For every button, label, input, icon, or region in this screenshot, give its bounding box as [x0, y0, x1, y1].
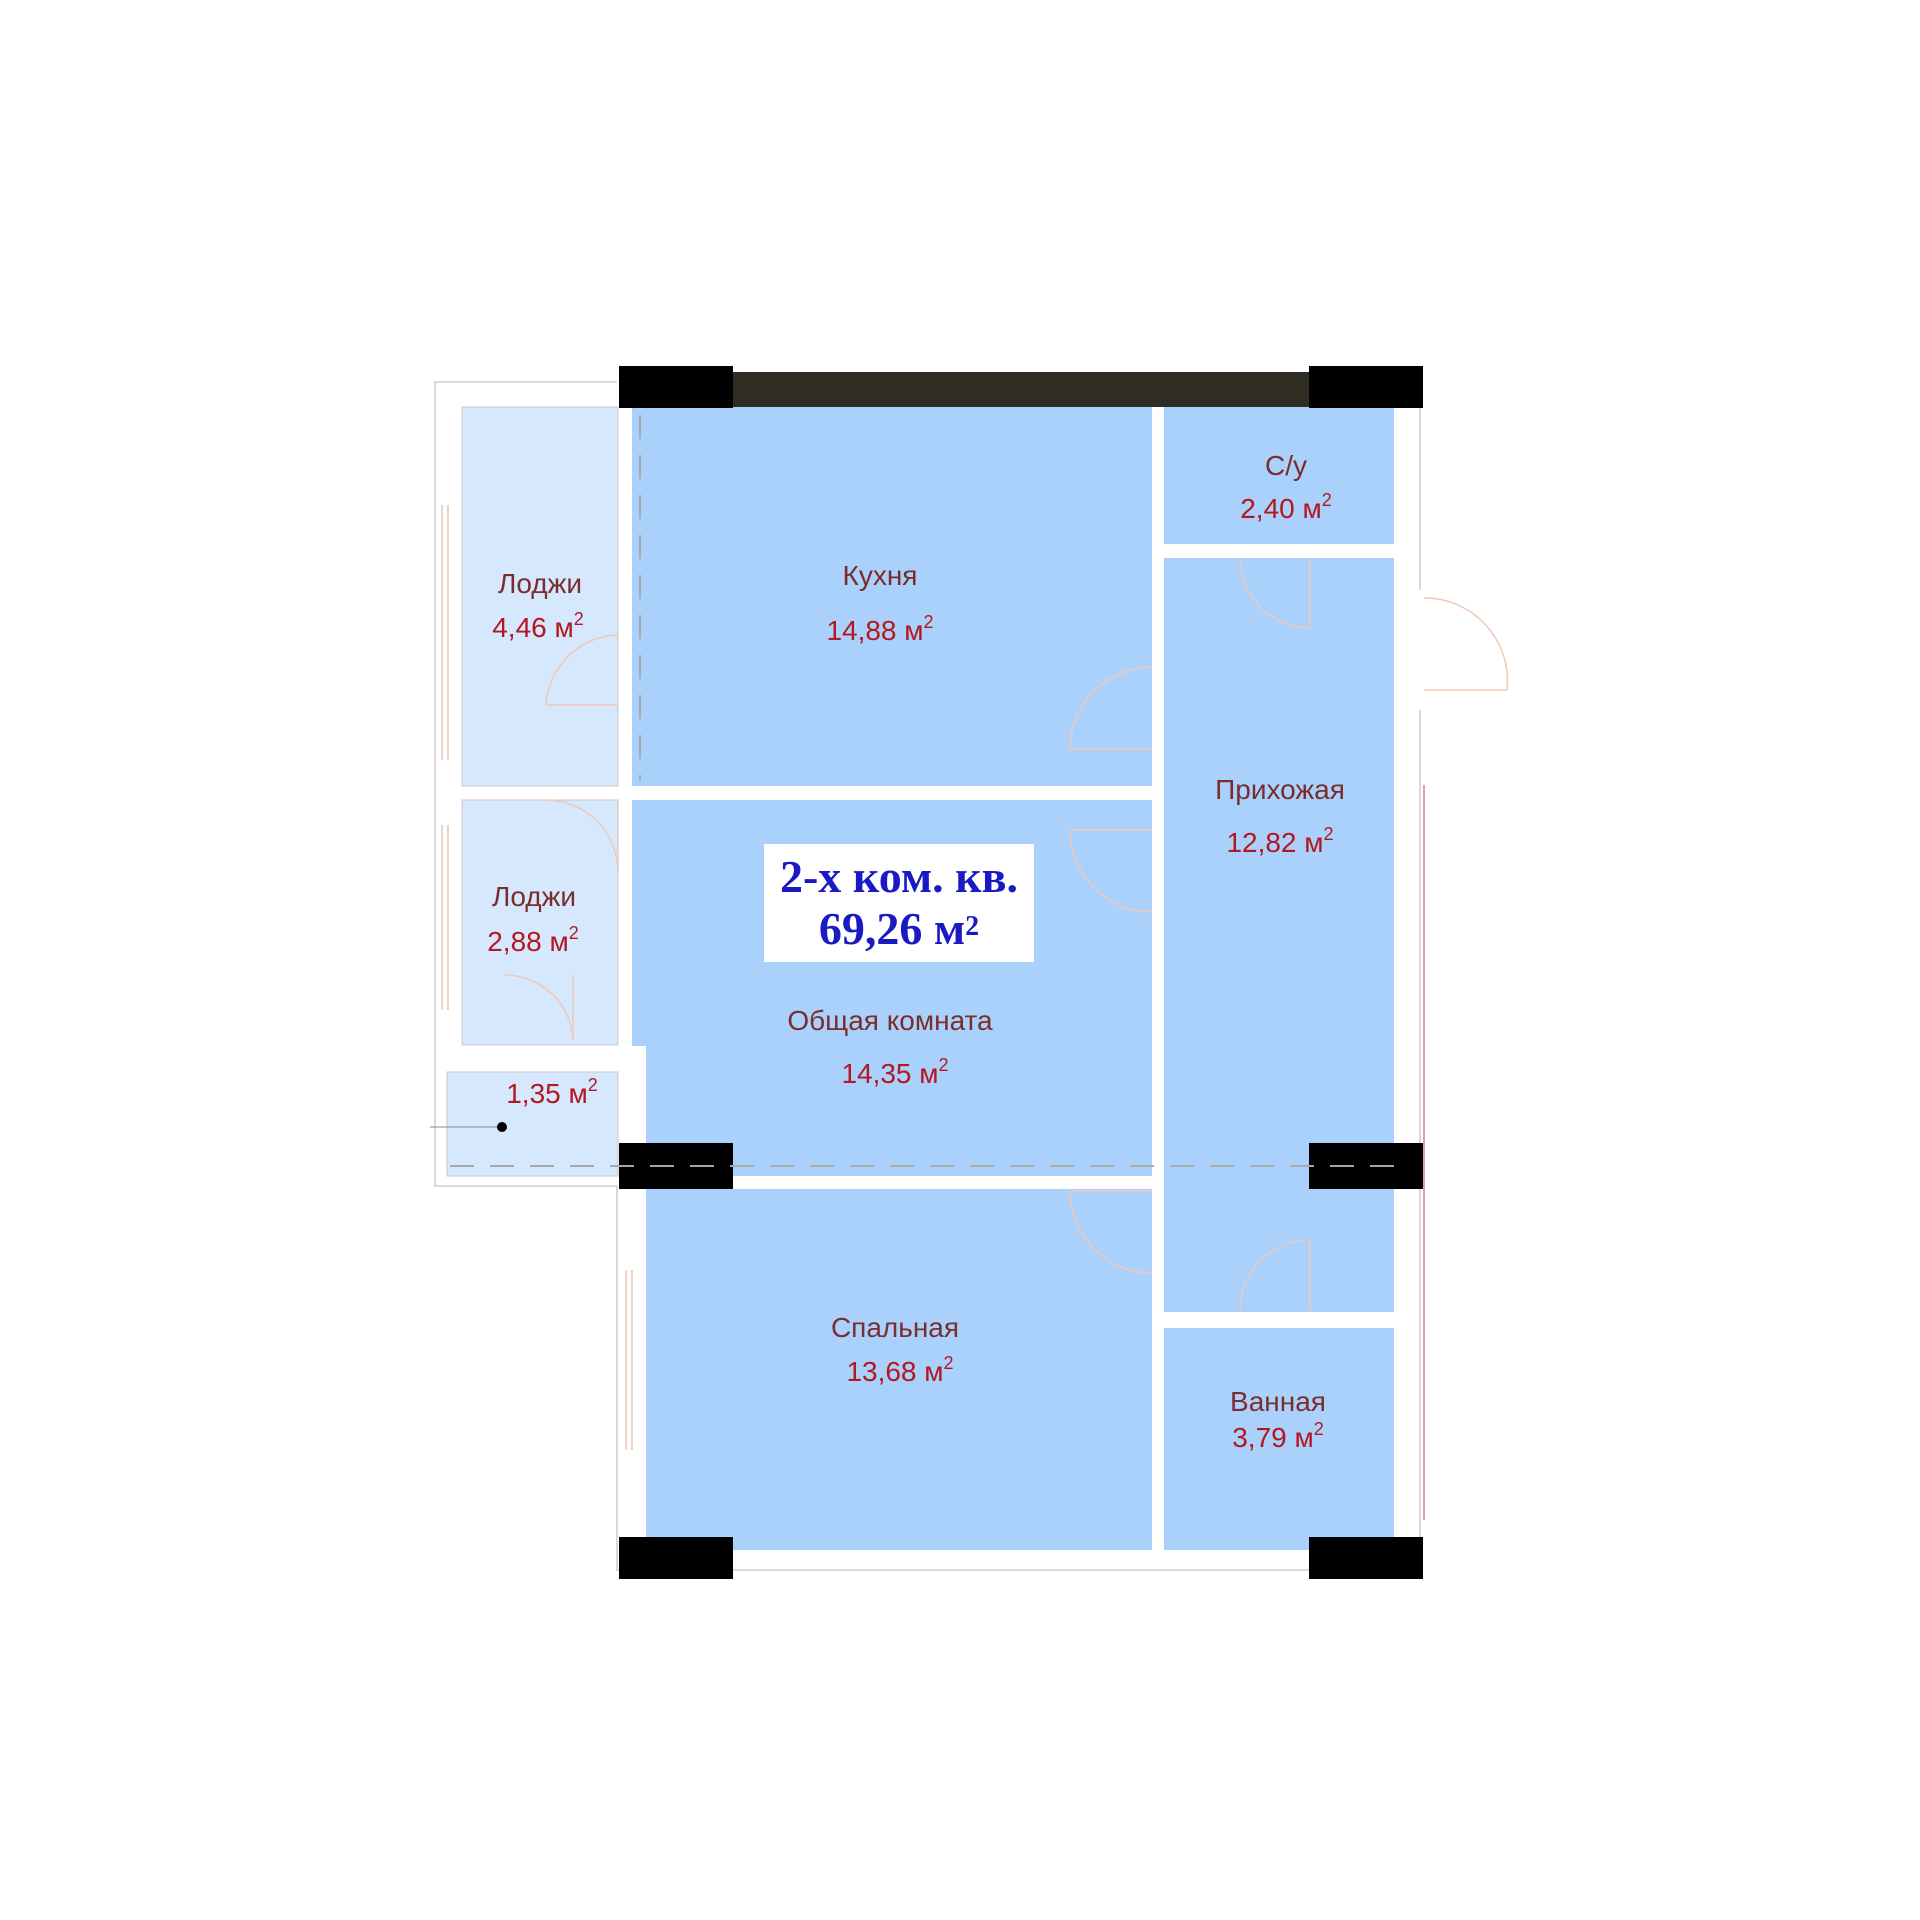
apartment-total-area: 69,26 м2: [819, 903, 979, 955]
structural-columns: [619, 366, 1423, 1579]
column: [619, 1537, 733, 1579]
column: [619, 1143, 733, 1189]
exterior-wall-top: [730, 372, 1312, 407]
room-kitchen: [632, 407, 1152, 786]
column: [1309, 1143, 1423, 1189]
total-area-unit-sup: 2: [965, 911, 980, 942]
label-kitchen-name: Кухня: [843, 560, 918, 591]
label-living-name: Общая комната: [787, 1005, 993, 1036]
label-living-area: 14,35 м2: [841, 1055, 948, 1089]
label-wc-name: С/у: [1265, 450, 1307, 481]
label-loggia1-area: 4,46 м2: [492, 609, 584, 643]
door-swings: [504, 557, 1509, 1311]
window-marks: [441, 505, 633, 1450]
room-wc: [1164, 407, 1394, 544]
label-loggia2-name: Лоджи: [492, 881, 576, 912]
label-bathroom-name: Ванная: [1230, 1386, 1326, 1417]
label-bedroom-name: Спальная: [831, 1312, 959, 1343]
label-bathroom-area: 3,79 м2: [1232, 1419, 1324, 1453]
column: [619, 366, 733, 408]
apartment-type: 2-х ком. кв.: [779, 851, 1019, 902]
column: [1309, 366, 1423, 408]
label-loggia3-area: 1,35 м2: [506, 1075, 598, 1109]
label-hallway-name: Прихожая: [1215, 774, 1345, 805]
room-bathroom: [1164, 1328, 1394, 1550]
room-bedroom: [646, 1189, 1152, 1550]
column: [1309, 1537, 1423, 1579]
label-loggia2-area: 2,88 м2: [487, 923, 579, 957]
label-wc-area: 2,40 м2: [1240, 490, 1332, 524]
dashed-lines: [450, 415, 1400, 1167]
drain-point: [497, 1122, 507, 1132]
room-loggia2: [461, 799, 619, 1046]
label-kitchen-area: 14,88 м2: [826, 612, 933, 646]
total-area-value: 69,26 м: [818, 903, 966, 954]
room-loggia1: [461, 406, 619, 787]
room-loggia3: [446, 1071, 619, 1177]
outer-outline: [434, 381, 1421, 1571]
label-hallway-area: 12,82 м2: [1226, 824, 1333, 858]
room-hallway: [1164, 558, 1394, 1312]
label-bedroom-area: 13,68 м2: [846, 1353, 953, 1387]
label-loggia1-name: Лоджи: [498, 568, 582, 599]
apartment-title-box: 2-х ком. кв. 69,26 м2: [764, 844, 1034, 962]
